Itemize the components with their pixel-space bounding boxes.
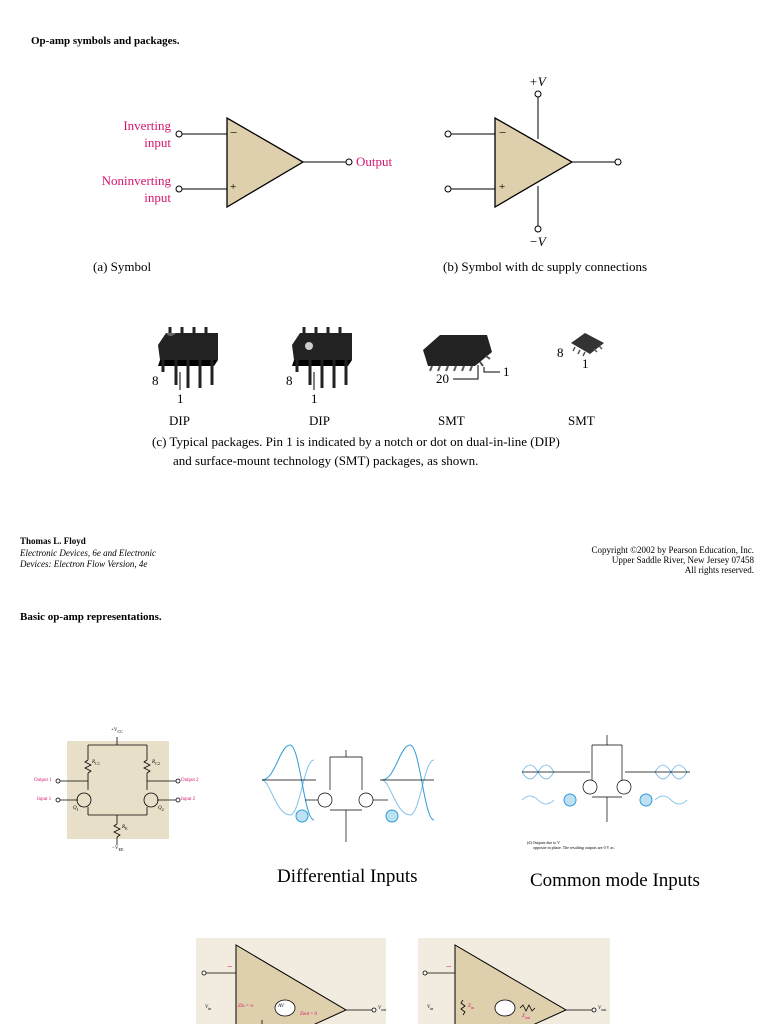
opamp-b-svg [444, 90, 622, 233]
q1-label: Q1 [73, 806, 79, 812]
output-label: Output [356, 154, 393, 169]
smt1-pin1: 1 [503, 364, 510, 379]
common-mode-inputs-label: Common mode Inputs [530, 870, 700, 891]
vee-label: −VEE [112, 846, 124, 852]
caption-b: (b) Symbol with dc supply connections [443, 259, 648, 274]
ideal-zout-label: Zout = 0 [300, 1012, 317, 1017]
smt-package-20 [423, 335, 500, 380]
author-name: Thomas L. Floyd [20, 536, 86, 546]
smt2-label: SMT [568, 413, 595, 428]
caption-a: (a) Symbol [93, 259, 152, 274]
common-mode-note: (d) Outputs due to V opposite in phase. … [527, 840, 615, 850]
book-line1: Electronic Devices, 6e and Electronic [20, 548, 157, 558]
q2-label: Q2 [158, 806, 164, 812]
smt1-label: SMT [438, 413, 465, 428]
ideal-gain-label: AV [278, 1004, 284, 1009]
smt-package-8 [571, 333, 604, 357]
dip-package-2 [292, 327, 352, 390]
copyright-line2: Upper Saddle River, New Jersey 07458 [611, 555, 754, 565]
differential-inputs-label: Differential Inputs [277, 866, 418, 887]
re-label: RE [122, 825, 128, 831]
noninverting-input-terminal [175, 185, 183, 193]
dip2-label: DIP [309, 413, 330, 428]
output-terminal [345, 158, 353, 166]
ic-packages-svg [158, 327, 604, 390]
plus-v-label: +V [529, 74, 546, 89]
smt1-pin20: 20 [436, 371, 449, 386]
inverting-label-2: input [144, 135, 171, 150]
diff-amp-panel [67, 741, 169, 839]
minus-sign-a: − [230, 125, 238, 140]
book-line2: Devices: Electron Flow Version, 4e [20, 559, 148, 569]
copyright-line1: Copyright ©2002 by Pearson Education, In… [591, 545, 754, 555]
copyright-line3: All rights reserved. [684, 565, 754, 575]
output1-label: Output 1 [34, 778, 52, 783]
minus-v-label: −V [529, 234, 546, 249]
output2-label: Output 2 [181, 778, 199, 783]
slide2-title: Basic op-amp representations. [20, 611, 162, 623]
practical-vout-label: Vout [598, 1006, 607, 1012]
plus-sign-a: + [230, 181, 237, 193]
input1-label: Input 1 [37, 797, 52, 802]
ideal-vout-label: Vout [378, 1006, 387, 1012]
caption-c-line2: and surface-mount technology (SMT) packa… [173, 453, 479, 468]
inverting-input-terminal [175, 130, 183, 138]
plus-sign-b: + [499, 181, 506, 193]
smt2-pin1: 1 [582, 356, 589, 371]
inverting-label: Inverting [123, 118, 171, 133]
dip-package-1 [158, 327, 218, 390]
slide1-title: Op-amp symbols and packages. [31, 35, 180, 47]
dip1-pin1: 1 [177, 391, 184, 406]
ideal-zin-label: Zin = ∞ [238, 1004, 254, 1009]
ideal-vin-label: Vin [205, 1005, 212, 1011]
dip2-pin1: 1 [311, 391, 318, 406]
caption-c-line1: (c) Typical packages. Pin 1 is indicated… [152, 434, 560, 449]
dip1-pin8: 8 [152, 373, 159, 388]
rc1-label: RC1 [92, 760, 100, 766]
opamp-a-triangle [226, 116, 305, 209]
opamp-a-svg [175, 116, 353, 209]
practical-zin-label: Zin [468, 1004, 475, 1010]
practical-minus: − [446, 962, 452, 973]
rc2-label: RC2 [152, 760, 160, 766]
noninverting-label: Noninverting [101, 173, 171, 188]
input2-label: Input 2 [181, 797, 196, 802]
dip2-pin8: 8 [286, 373, 293, 388]
practical-vin-label: Vin [427, 1005, 434, 1011]
practical-zout-label: Zout [522, 1014, 531, 1020]
noninverting-label-2: input [144, 190, 171, 205]
dip1-label: DIP [169, 413, 190, 428]
smt2-pin8: 8 [557, 345, 564, 360]
vcc-label: +VCC [111, 728, 123, 734]
minus-sign-b: − [499, 125, 507, 140]
ideal-minus: − [227, 962, 233, 973]
opamp-b-triangle [494, 116, 574, 209]
